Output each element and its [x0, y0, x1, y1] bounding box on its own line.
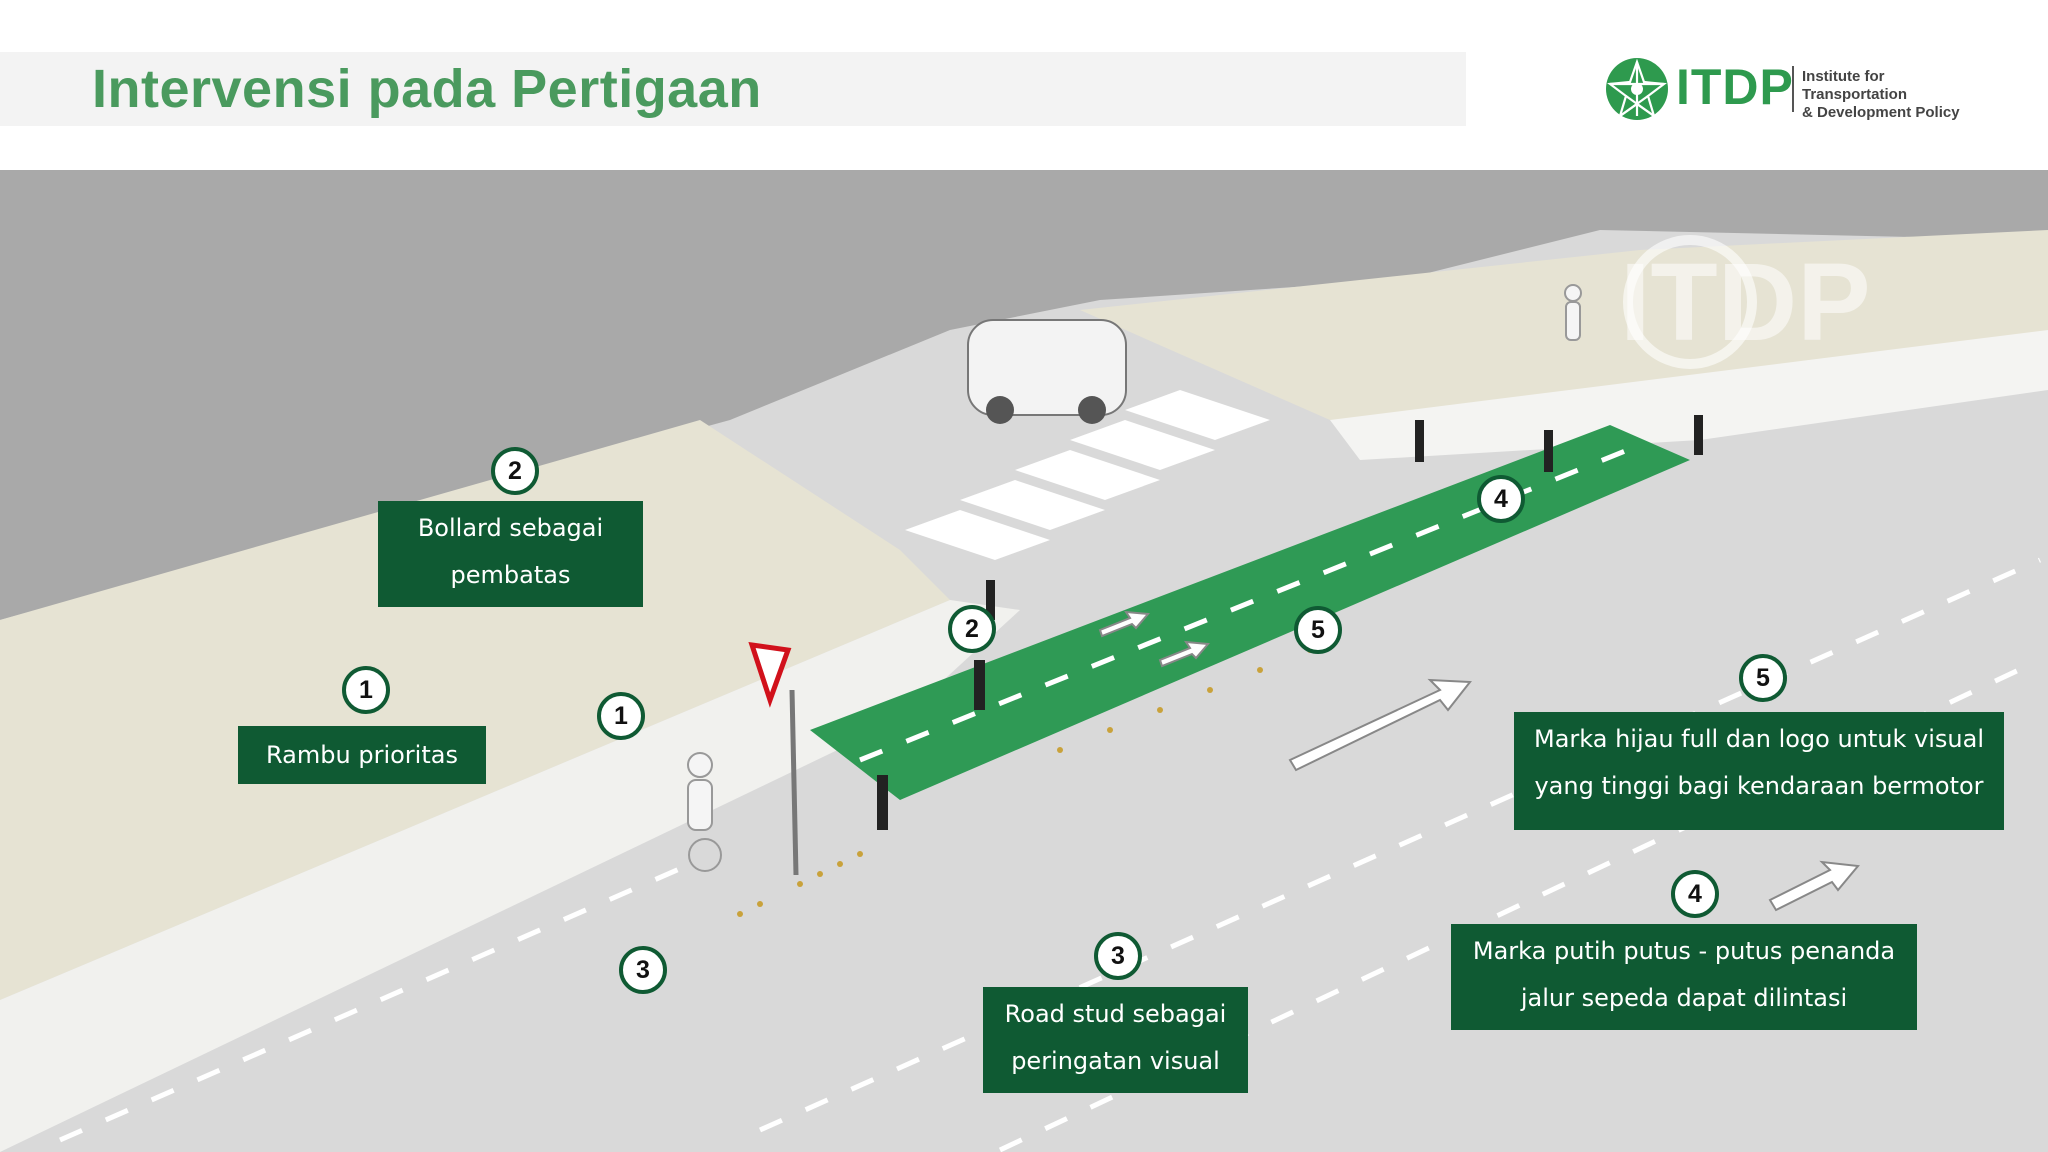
bollards [877, 415, 1703, 830]
watermark-star-icon [1623, 235, 1757, 369]
callout-2-line2: pembatas [450, 561, 571, 589]
callout-marka-putih: Marka putih putus - putus penanda jalur … [1451, 924, 1917, 1030]
marker-5-label: 5 [1739, 654, 1787, 702]
callout-4-line2: jalur sepeda dapat dilintasi [1520, 984, 1848, 1012]
title-bar [0, 52, 1466, 126]
marker-3-label: 3 [1094, 932, 1142, 980]
callout-marka-hijau: Marka hijau full dan logo untuk visual y… [1514, 712, 2004, 830]
callout-3-line1: Road stud sebagai [1004, 1000, 1227, 1028]
callout-bollard: Bollard sebagai pembatas [378, 501, 643, 607]
marker-3: 3 [619, 946, 667, 994]
pedestrian-figure [1564, 284, 1582, 341]
callout-1-text: Rambu prioritas [266, 741, 458, 769]
left-sidewalk [0, 420, 950, 1000]
marker-2: 2 [948, 605, 996, 653]
marker-4: 4 [1477, 475, 1525, 523]
marker-2-label: 2 [491, 447, 539, 495]
cyclist-figure [687, 752, 722, 872]
far-road [0, 170, 2048, 620]
yield-sign [748, 641, 799, 876]
green-bike-lane [810, 425, 1690, 800]
marker-1: 1 [597, 692, 645, 740]
car-illustration [967, 319, 1127, 424]
logo-subtitle-line1: Institute for Transportation [1802, 68, 1908, 103]
itdp-star-icon [1606, 58, 1668, 120]
road-arrows [1098, 610, 1860, 912]
callout-5-line1: Marka hijau full dan logo untuk visual [1533, 725, 1985, 753]
marker-4-label: 4 [1671, 870, 1719, 918]
callout-5-line2: yang tinggi bagi kendaraan bermotor [1534, 772, 1984, 800]
logo-divider [1792, 66, 1794, 112]
callout-rambu-prioritas: Rambu prioritas [238, 726, 486, 784]
logo-subtitle: Institute for Transportation & Developme… [1802, 68, 1984, 122]
callout-4-line1: Marka putih putus - putus penanda [1472, 937, 1896, 965]
right-bike-path [1330, 330, 2048, 460]
logo-wordmark: ITDP [1676, 59, 1794, 115]
callout-road-stud: Road stud sebagai peringatan visual [983, 987, 1248, 1093]
page-title: Intervensi pada Pertigaan [92, 59, 762, 119]
crosswalk-stripes [905, 390, 1270, 560]
callout-3-line2: peringatan visual [1011, 1047, 1220, 1075]
logo-subtitle-line2: & Development Policy [1802, 104, 1960, 121]
watermark-text: ITDP [1620, 241, 1871, 364]
callout-2-line1: Bollard sebagai [417, 514, 604, 542]
itdp-logo: ITDP Institute for Transportation & Deve… [1604, 54, 1984, 124]
left-bike-path [0, 600, 1020, 1152]
marker-1-label: 1 [342, 666, 390, 714]
right-sidewalk [1080, 230, 2048, 420]
marker-5: 5 [1294, 606, 1342, 654]
